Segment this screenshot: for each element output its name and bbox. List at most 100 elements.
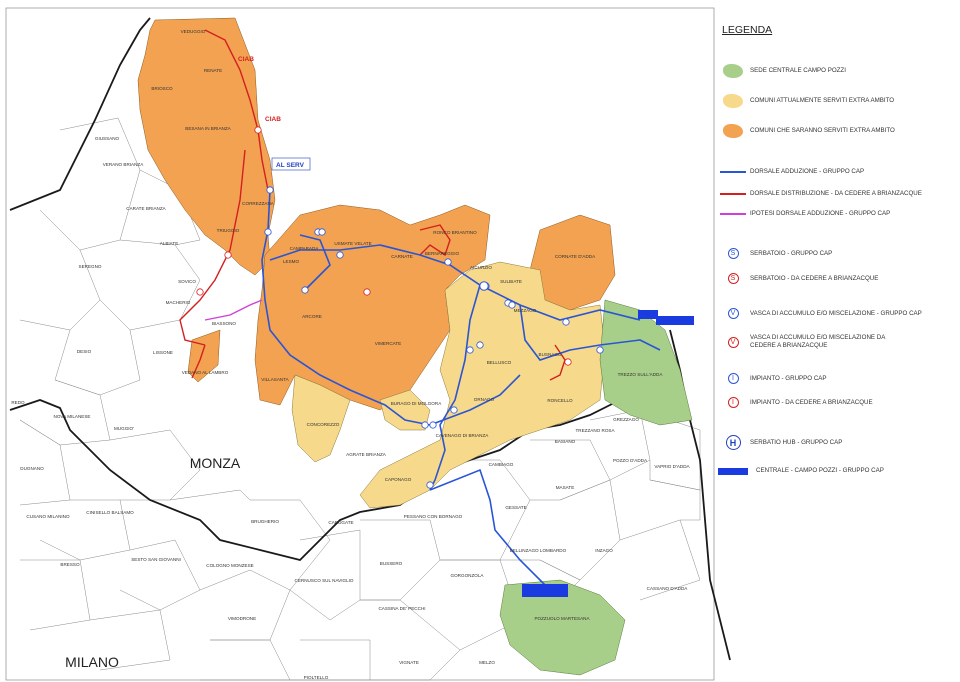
- place-cavenago: CAVENAGO DI BRIANZA: [436, 433, 490, 438]
- place-triuggio: TRIUGGIO: [217, 228, 240, 233]
- well-field-bar: [656, 316, 694, 325]
- place-desio: DESIO: [77, 349, 92, 354]
- area-swatch-icon: [716, 124, 750, 138]
- line-swatch-icon: [716, 193, 750, 195]
- place-seregno: SEREGNO: [79, 264, 102, 269]
- province-boundary-north: [9, 17, 151, 211]
- legend-title: LEGENDA: [722, 24, 773, 36]
- place-vaprio: VAPRIO D'ADDA: [654, 464, 690, 469]
- place-mezzago: MEZZAGO: [514, 308, 537, 313]
- legend-item-label: IPOTESI DORSALE ADDUZIONE - GRUPPO CAP: [750, 210, 891, 217]
- legend-item-label: VASCA DI ACCUMULO E/O MISCELAZIONE DA CE…: [750, 334, 886, 349]
- place-concorezzo: CONCOREZZO: [307, 422, 340, 427]
- place-giussano: GIUSSANO: [95, 136, 120, 141]
- place-cinisello: CINISELLO BALSAMO: [86, 510, 134, 515]
- legend-item-label: SERBATOIO - DA CEDERE A BRIANZACQUE: [750, 274, 879, 282]
- place-macherio: MACHERIO: [166, 300, 191, 305]
- legend-item-label: SEDE CENTRALE CAMPO POZZI: [750, 67, 846, 74]
- place-cambiago: CAMBIAGO: [489, 462, 514, 467]
- place-sovico: SOVICO: [178, 279, 196, 284]
- well-field-bar: [638, 310, 658, 319]
- network-distribution: [179, 29, 566, 381]
- place-arcore: ARCORE: [302, 314, 322, 319]
- place-usmate: USMATE VELATE: [334, 241, 371, 246]
- place-briosco: BRIOSCO: [151, 86, 173, 91]
- place-muggio: MUGGIO': [114, 426, 134, 431]
- place-caponago: CAPONAGO: [385, 477, 412, 482]
- place-pozzuolo: POZZUOLO MARTESANA: [534, 616, 590, 621]
- place-sesto: SESTO SAN GIOVANNI: [131, 557, 181, 562]
- place-verano: VERANO BRIANZA: [103, 162, 145, 167]
- well-field-bar: [522, 584, 568, 597]
- legend-item-label: IMPIANTO - DA CEDERE A BRIANZACQUE: [750, 398, 873, 406]
- place-pioltello: PIOLTELLO: [304, 675, 329, 680]
- place-aicurzio: AICURZIO: [470, 265, 492, 270]
- legend-item: SEDE CENTRALE CAMPO POZZI: [716, 64, 960, 78]
- legend-item-label: VASCA DI ACCUMULO E/O MISCELAZIONE - GRU…: [750, 309, 922, 317]
- place-dugnano: DUGNANO: [20, 466, 44, 471]
- place-bellusco: BELLUSCO: [487, 360, 512, 365]
- place-basiano: BASIANO: [555, 439, 576, 444]
- place-masate: MASATE: [556, 485, 575, 490]
- place-trezzo: TREZZO SULL'ADDA: [618, 372, 664, 377]
- note-al-serv-box: [271, 157, 311, 171]
- place-lissone: LISSONE: [153, 350, 173, 355]
- legend-item: COMUNI ATTUALMENTE SERVITI EXTRA AMBITO: [716, 94, 960, 108]
- place-milano: MILANO: [65, 654, 119, 670]
- place-gessate: GESSATE: [505, 505, 526, 510]
- province-boundary-south: [9, 399, 621, 561]
- place-villasanta: VILLASANTA: [261, 377, 289, 382]
- legend-item-label: COMUNI CHE SARANNO SERVITI EXTRA AMBITO: [750, 127, 895, 134]
- area-future-served: [137, 17, 616, 411]
- area-central-wells: [499, 299, 693, 676]
- place-bussero: BUSSERO: [380, 561, 403, 566]
- place-grezzago: GREZZAGO: [613, 417, 639, 422]
- node-circle-icon: V: [716, 308, 750, 319]
- place-vimodrone: VIMODRONE: [228, 616, 256, 621]
- place-vedano: VEDANO AL LAMBRO: [182, 370, 229, 375]
- place-gorgonzola: GORGONZOLA: [451, 573, 485, 578]
- hub-circle-icon: H: [716, 435, 750, 450]
- place-biassono: BIASSONO: [212, 321, 236, 326]
- place-lesmo: LESMO: [283, 259, 300, 264]
- place-besana: BESANA IN BRIANZA: [185, 126, 231, 131]
- network-nodes-transfer: [196, 126, 572, 366]
- place-pessano: PESSANO CON BORNAGO: [404, 514, 463, 519]
- place-cologno: COLOGNO MONZESE: [206, 563, 253, 568]
- legend-item: DORSALE ADDUZIONE - GRUPPO CAP: [716, 168, 960, 176]
- place-cernusco: CERNUSCO SUL NAVIGLIO: [295, 578, 354, 583]
- well-field-bar-icon: [716, 467, 750, 475]
- note-ciab-2: CIAB: [265, 116, 281, 123]
- legend-item-label: COMUNI ATTUALMENTE SERVITI EXTRA AMBITO: [750, 97, 895, 104]
- place-veduggio: VEDUGGIO: [181, 29, 206, 34]
- note-al-serv: AL SERV: [276, 162, 305, 169]
- node-circle-icon: S: [716, 273, 750, 284]
- place-melzo: MELZO: [479, 660, 495, 665]
- legend: LEGENDA SEDE CENTRALE CAMPO POZZI COMUNI …: [716, 18, 960, 475]
- legend-item: DORSALE DISTRIBUZIONE - DA CEDERE A BRIA…: [716, 190, 960, 198]
- place-busnago: BUSNAGO: [539, 352, 562, 357]
- place-correzzana: CORREZZANA: [242, 201, 275, 206]
- network-adduction: [261, 189, 661, 586]
- place-renate: RENATE: [204, 68, 222, 73]
- place-ronco: RONCO BRIANTINO: [433, 230, 477, 235]
- place-nova: NOVA MILANESE: [54, 414, 91, 419]
- legend-item: COMUNI CHE SARANNO SERVITI EXTRA AMBITO: [716, 124, 960, 138]
- place-vignate: VIGNATE: [399, 660, 419, 665]
- place-carugate: CARUGATE: [328, 520, 353, 525]
- place-bellinzago: BELLINZAGO LOMBARDO: [510, 548, 567, 553]
- legend-item: IPOTESI DORSALE ADDUZIONE - GRUPPO CAP: [716, 210, 960, 218]
- place-inzago: INZAGO: [595, 548, 613, 553]
- place-brugherio: BRUGHERIO: [251, 519, 279, 524]
- place-pozzo: POZZO D'ADDA: [613, 458, 648, 463]
- node-circle-icon: V: [716, 336, 750, 348]
- area-swatch-icon: [716, 64, 750, 78]
- legend-item-label: CENTRALE - CAMPO POZZI - GRUPPO CAP: [756, 467, 884, 474]
- place-cusano: CUSANO MILANINO: [26, 514, 70, 519]
- place-cassina: CASSINA DE' PECCHI: [378, 606, 425, 611]
